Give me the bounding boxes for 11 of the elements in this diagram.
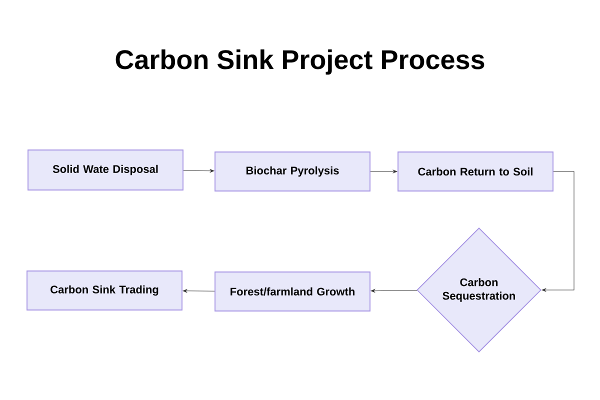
- arrow: [370, 170, 398, 174]
- arrow: [542, 171, 574, 292]
- process-box: Solid Wate Disposal: [28, 150, 184, 190]
- arrow: [370, 289, 418, 293]
- process-box: Carbon Return to Soil: [398, 152, 554, 192]
- process-box: Biochar Pyrolysis: [214, 152, 370, 192]
- arrow: [183, 169, 214, 173]
- arrow: [182, 289, 215, 293]
- title: Carbon Sink Project Process: [116, 49, 484, 75]
- process-box: Carbon Sink Trading: [26, 270, 182, 310]
- process-box: Forest/farmland Growth: [214, 272, 370, 312]
